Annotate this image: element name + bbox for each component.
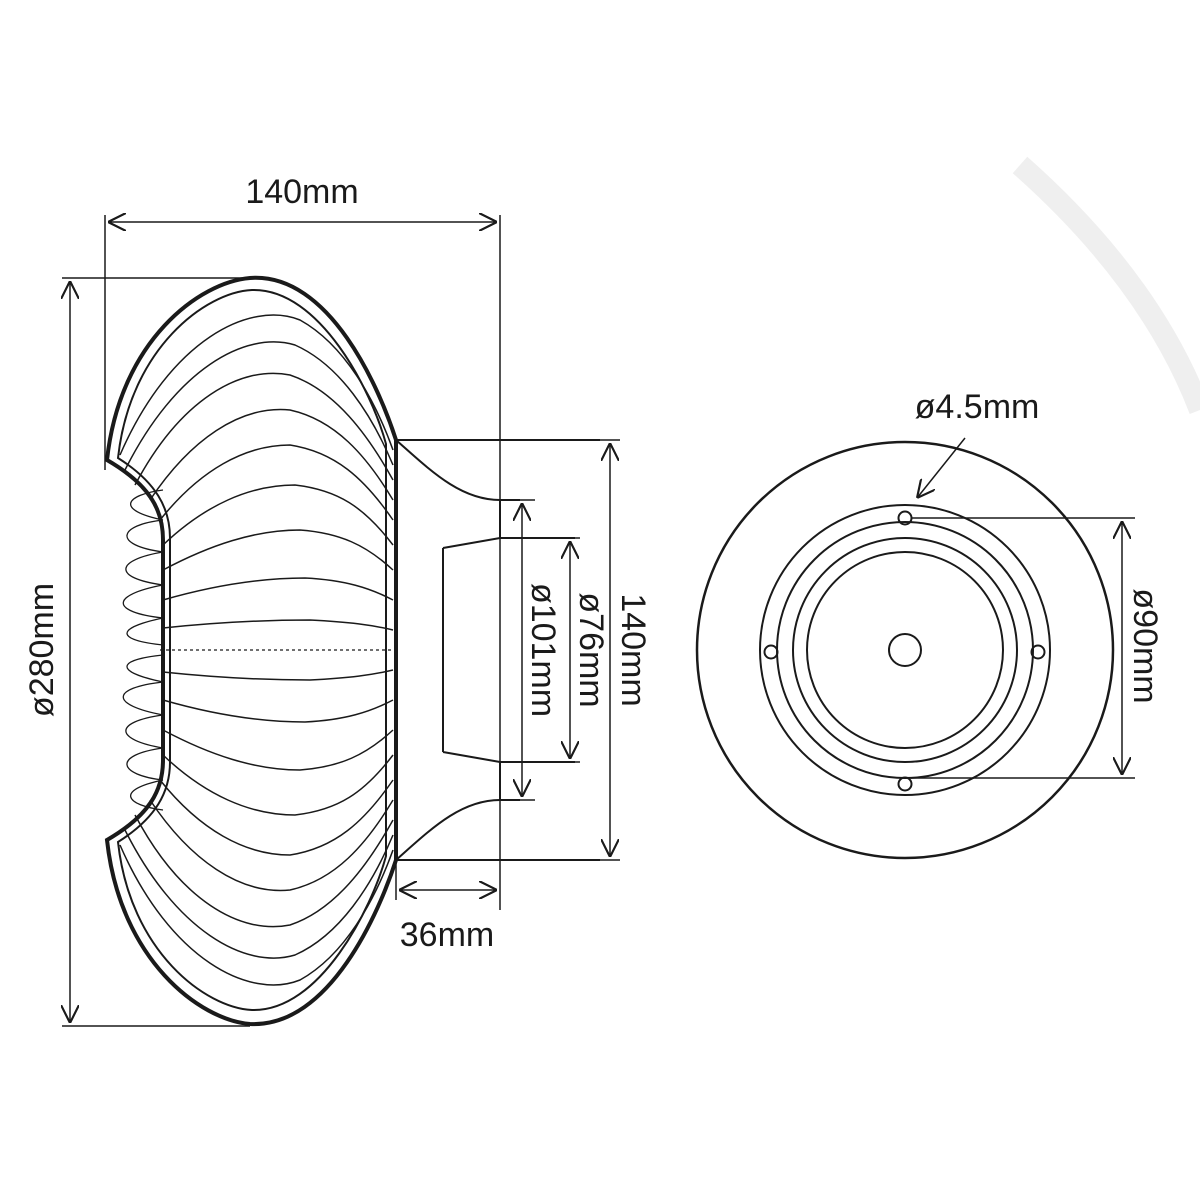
- screw-hole-label: ø4.5mm: [915, 388, 1040, 426]
- watermark-arc: [1012, 156, 1200, 414]
- height-label: ø280mm: [23, 583, 61, 717]
- shade-outer-outline-inner: [116, 288, 387, 1012]
- base-plate-front-view: [695, 440, 1115, 860]
- shade-ribs-upper: [119, 314, 394, 631]
- dimension-lines-side: [62, 215, 620, 1027]
- shade-ribs-lower: [119, 669, 394, 986]
- mid-ring-circle: [776, 521, 1034, 779]
- shade-outer-outline: [104, 275, 398, 1027]
- outer-ring-label: ø101mm: [524, 583, 562, 717]
- dimension-lines-front: [911, 437, 1135, 779]
- shade-edge-coils: [122, 489, 164, 811]
- inner-ring-circle-1: [792, 537, 1018, 763]
- inner-ring-circle-2: [806, 551, 1004, 749]
- inner-ring-label: ø76mm: [572, 592, 610, 707]
- mount-ring-circle: [759, 504, 1051, 796]
- screw-hole-left: [763, 644, 779, 660]
- lamp-shade-side-view: [104, 275, 398, 1027]
- center-hole: [888, 633, 922, 667]
- lamp-base-side-view: [395, 439, 600, 861]
- depth-label: 36mm: [400, 916, 494, 954]
- screw-hole-leader: [917, 437, 966, 498]
- width-label: 140mm: [245, 173, 358, 211]
- base-height-label: 140mm: [614, 593, 652, 706]
- mount-spacing-label: ø90mm: [1126, 588, 1164, 703]
- screw-hole-right: [1030, 644, 1046, 660]
- screw-hole-bottom: [897, 776, 913, 792]
